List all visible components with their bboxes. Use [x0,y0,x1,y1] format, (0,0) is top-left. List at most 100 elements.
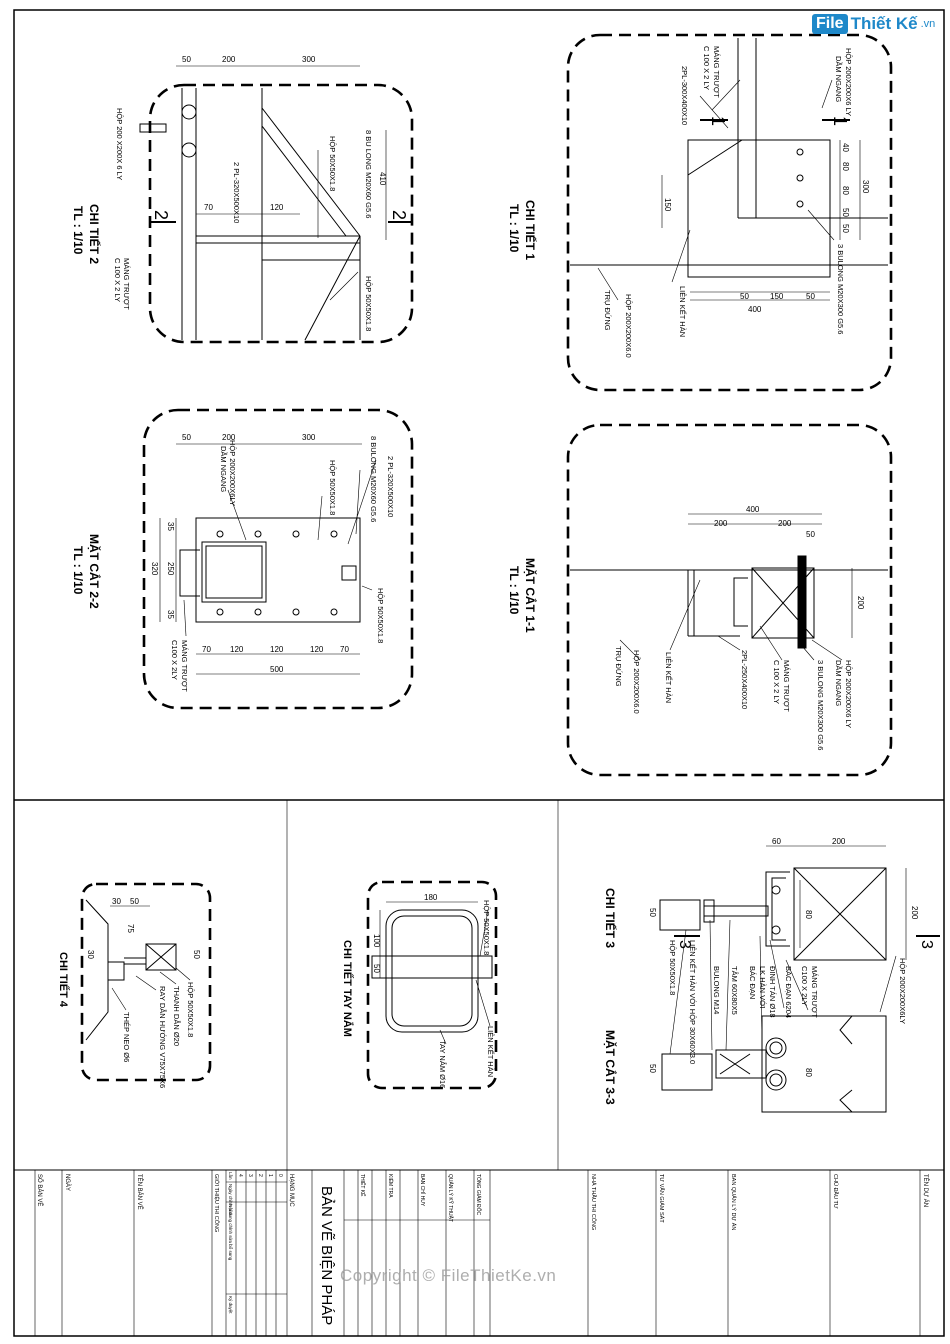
label: HỘP 50X50X1.8 [328,460,337,515]
site-logo[interactable]: File Thiết Kế .vn [812,14,935,34]
label: HỘP 50X50X1.8 [328,136,337,191]
label: 2 PL-320X500X10 [232,162,241,223]
dim: 80 [841,186,850,195]
label: MÁNG TRƯỢT [810,966,819,1018]
label: MÁNG TRƯỢT [782,660,791,712]
label: HỘP 50X50X1.8 [186,982,195,1037]
dim: 200 [856,596,865,610]
project-label: TÊN DỰ ÁN [922,1174,930,1207]
section-2-2-title: MẶT CẮT 2-2 [87,534,102,609]
detail-3-title: CHI TIẾT 3 [603,888,618,948]
label: TRỤ ĐỨNG [603,290,612,331]
section-mark-1a: 1 [708,116,728,126]
section-3-3-title: MẶT CẮT 3-3 [603,1030,618,1105]
dim: 50 [192,950,201,959]
dim: 30 [86,950,95,959]
section-mark-3a: 3 [676,940,693,949]
dim: 70 [340,645,349,654]
label: HỘP 200X200X6LY [228,440,237,506]
label: HỘP 200X200X6LY [898,958,907,1024]
dim: 50 [841,224,850,233]
label: MÁNG TRƯỢT [180,640,189,692]
label: 2PL-300X400X10 [680,66,689,125]
dim: 120 [310,645,324,654]
label: MÁNG TRƯỢT [712,46,721,98]
dim: 50 [372,964,381,973]
dim: 50 [648,1064,657,1073]
label: HỘP 200X200X6 LY [844,660,853,728]
row-label: NHÀ THẦU THI CÔNG [590,1174,597,1230]
logo-badge: File [812,14,848,34]
dim: 300 [302,433,316,442]
logo-text: Thiết Kế [850,14,918,33]
row-label: BAN QUẢN LÝ DỰ ÁN [730,1174,737,1230]
drawing-title: BẢN VẼ BIỆN PHÁP [318,1186,335,1325]
detail-3: 60 200 80 200 50 80 50 3 3 HỘP 200X200X6… [603,837,940,1113]
section-1-1: 400 200 200 50 200 HỘP 200X200X6 LY DẦM … [507,423,893,777]
label: 3 BULONG M20X300 G5.6 [816,660,825,750]
dim: 200 [714,519,728,528]
dim: 150 [770,292,784,301]
revision-header: Nội dung chỉnh sửa bổ sung [228,1204,234,1261]
label: HỘP 50X50X1.8 [364,276,373,331]
dim: 50 [182,433,191,442]
section-mark-2a: 2 [151,210,171,220]
dim: 250 [166,562,175,576]
label: TRỤ ĐỨNG [614,646,623,687]
dim: 300 [861,180,870,194]
dim: 40 [841,143,850,152]
revision-num: 3 [247,1174,253,1177]
revision-header: Ngày chỉnh sửa [228,1184,234,1216]
dim: 180 [424,893,438,902]
date-label: NGÀY [64,1174,71,1191]
detail-1-scale: TL : 1/10 [507,204,521,253]
detail-4: 30 50 75 30 50 HỘP 50X50X1.8 THANH DẪN Ø… [57,882,212,1088]
label: THANH DẪN Ø20 [172,986,181,1046]
sheet-border [13,9,945,1337]
label: BÁC ĐẠN 6204 [784,966,793,1018]
role-label: BAN CHỈ HUY [419,1174,426,1207]
handle-detail: 180 100 50 HỘP 50X50X1.8 LIÊN KẾT HÀN TA… [341,880,498,1090]
dim: 200 [778,519,792,528]
label: TAY NẮM Ø16 [438,1040,447,1088]
label: HỘP 200X200X6.0 [624,294,633,358]
label: 2 PL-320X500X10 [386,456,395,517]
label: DẦM NGANG [834,660,844,706]
handle-title: CHI TIẾT TAY NẮM [341,940,354,1037]
label: 2PL-250X400X10 [740,650,749,709]
label: HỘP 200 X200X 6 LY [115,108,124,180]
dim: 500 [270,665,284,674]
label: BÁC ĐẠN [748,966,757,999]
label: THÉP NEO Ø6 [122,1012,131,1062]
revision-num: 1 [267,1174,273,1177]
dim: 80 [841,162,850,171]
dim: 70 [202,645,211,654]
revision-num: 2 [257,1174,263,1177]
row-label: TƯ VẤN GIÁM SÁT [658,1174,665,1223]
role-label: QUẢN LÝ KỸ THUẬT [447,1174,454,1222]
label: 8 BU LONG M20X60 G5.6 [364,130,373,218]
dim: 80 [804,1068,813,1077]
dim: 200 [832,837,846,846]
watermark: Copyright © FileThietKe.vn [340,1266,557,1285]
dim: 120 [230,645,244,654]
section-1-1-title: MẶT CẮT 1-1 [523,558,538,633]
revision-num: 4 [237,1174,243,1177]
label: DẦM NGANG [834,56,844,102]
row-label: CHỦ ĐẦU TƯ [832,1174,839,1209]
detail-2: 50 200 300 410 70 120 2 2 HỘP 200 X200X … [71,55,414,344]
label: C 100 X 2 LY [113,258,122,302]
section-mark-3b: 3 [918,940,935,949]
role-label: TỔNG GIÁM ĐỐC [475,1174,482,1216]
dim: 50 [806,530,815,539]
label: HỘP 50X50X1.8 [482,900,491,955]
detail-1: 1 1 HỘP 200X200X6 LY DẦM NGANG MÁNG TRƯỢ… [507,33,893,392]
label: ĐINH TÁN Ø18 [768,966,777,1018]
revision-num: 0 [277,1174,283,1177]
contractor-label: GIỚI THIỆU THI CÔNG [213,1174,221,1232]
label: C 100 X 2 LY [702,46,711,90]
dim: 300 [302,55,316,64]
sheet-name-label: TÊN BẢN VẼ [136,1174,144,1210]
dim: 400 [746,505,760,514]
label: HỘP 200X200X6 LY [844,48,853,116]
